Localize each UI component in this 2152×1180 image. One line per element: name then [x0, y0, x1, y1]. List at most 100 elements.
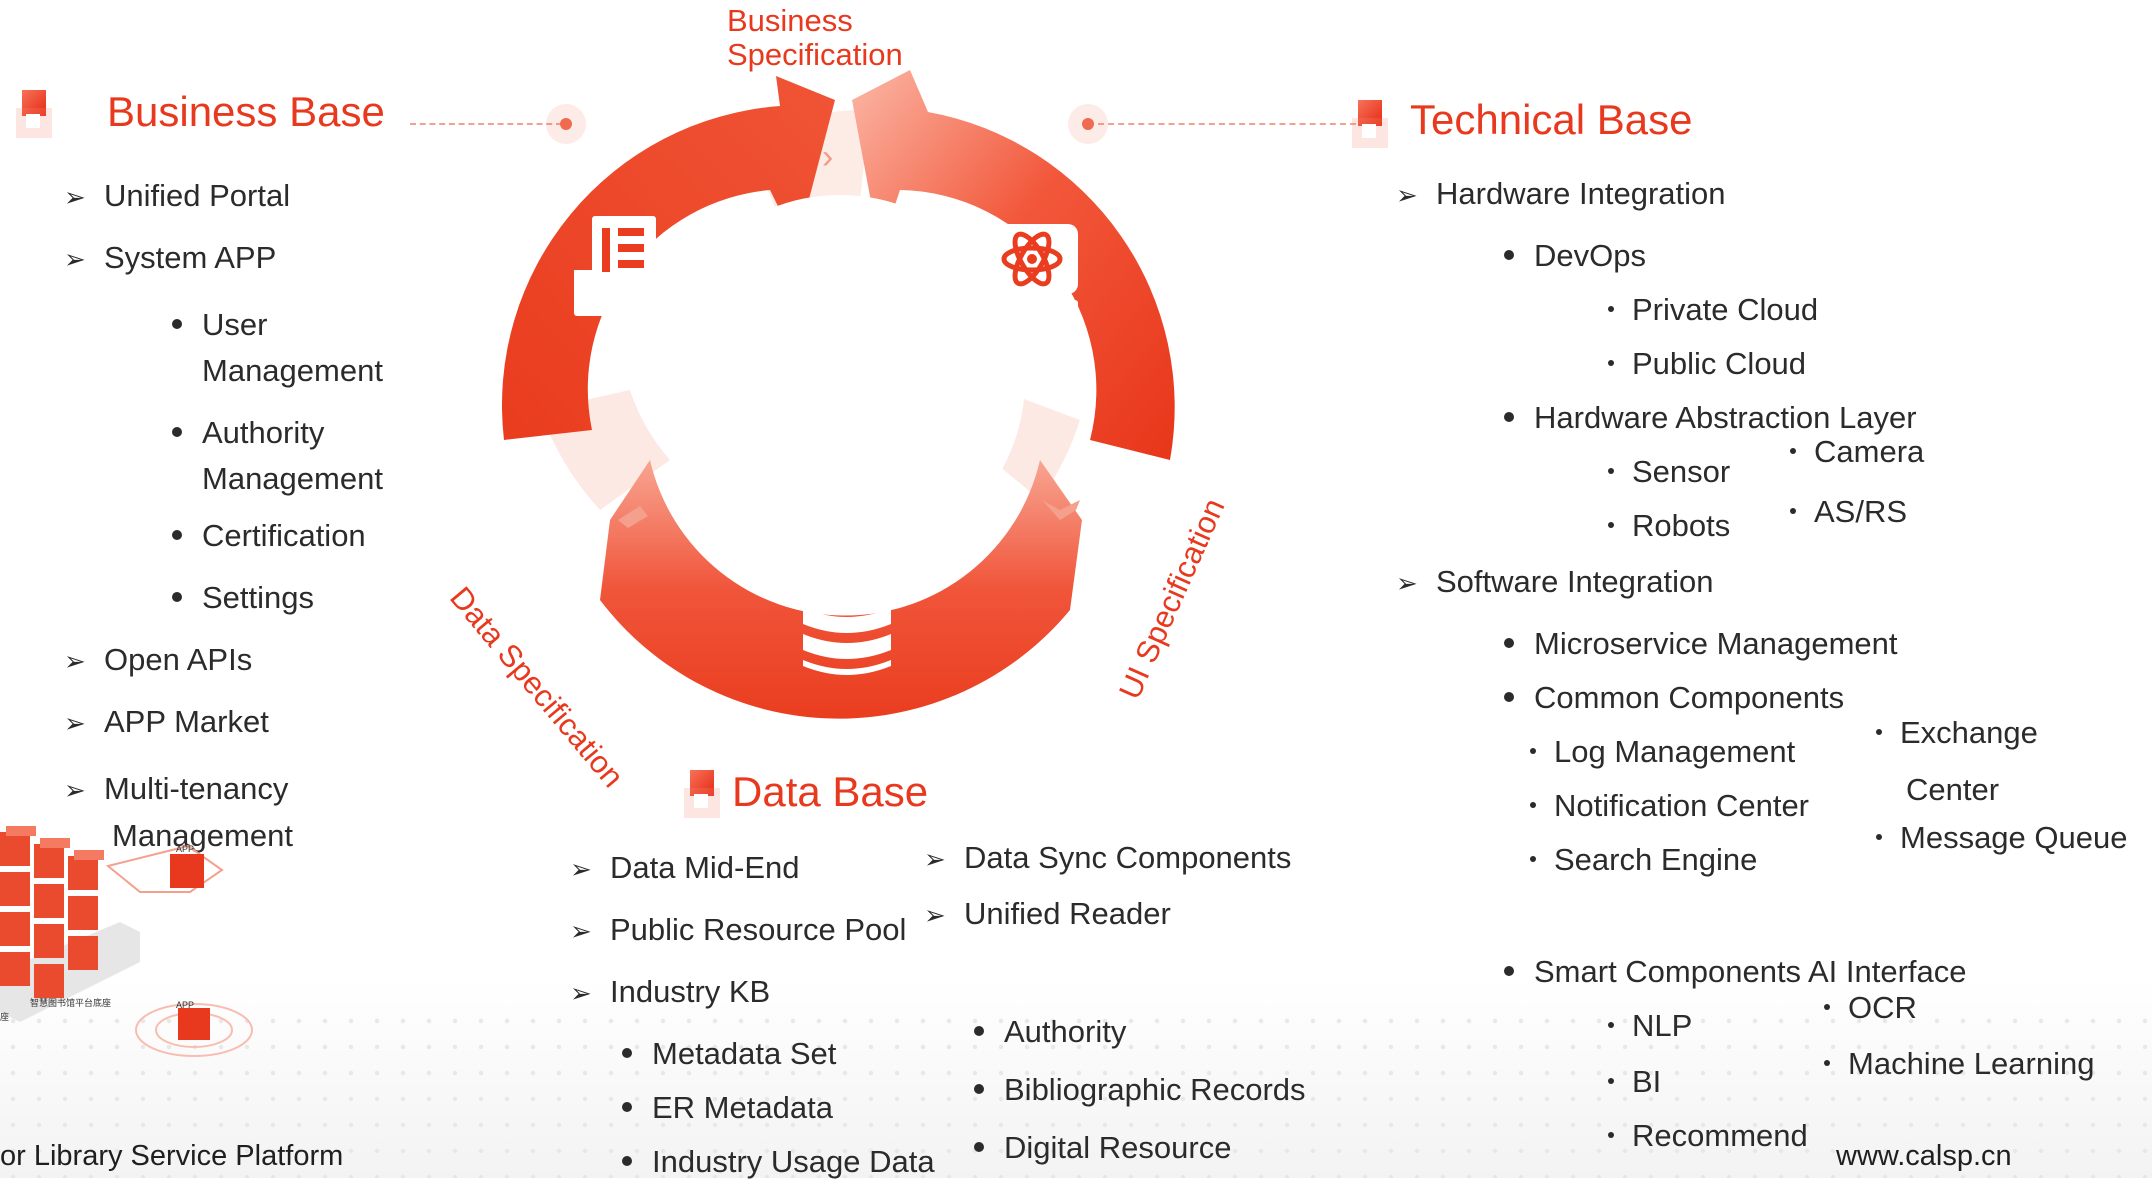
business-sub-label: Certification: [202, 518, 366, 553]
edge-label: 座: [0, 1011, 9, 1023]
tech-sub2-bi: BI: [1608, 1064, 1661, 1100]
tech-sub2-nlp: NLP: [1608, 1008, 1692, 1044]
business-title: Business Base: [107, 88, 385, 135]
tech-item-label: Software Integration: [1436, 564, 1714, 599]
bullet-icon: [1608, 521, 1614, 528]
app-label-top: APP: [176, 844, 194, 854]
business-item-label: Open APIs: [104, 642, 253, 677]
segment-business: [501, 76, 835, 440]
bullet-icon: [1790, 507, 1796, 514]
connector-dot-right: [1068, 104, 1108, 144]
business-item-label: System APP: [104, 240, 277, 275]
platform-illustration: APP APP 智慧图书馆平台底座 座: [0, 826, 253, 1057]
bullet-icon: [1608, 1021, 1614, 1028]
data-sub-digital: Digital Resource: [974, 1130, 1231, 1166]
bullet-icon: [172, 529, 182, 540]
tech-sub2-label: OCR: [1848, 990, 1917, 1025]
spec-business-line2: Specification: [727, 37, 903, 72]
chevron-left-icon: [618, 506, 648, 528]
bullet-icon: [172, 318, 182, 329]
arrow-icon: ➢: [64, 244, 86, 274]
data-item-label: Data Mid-End: [610, 850, 800, 885]
arrow-icon: ➢: [64, 182, 86, 212]
bullet-icon: [1876, 728, 1882, 735]
tech-item-software: ➢Software Integration: [1396, 564, 1713, 600]
data-item-sync: ➢Data Sync Components: [924, 840, 1291, 876]
business-item-system-app: ➢ System APP: [64, 240, 276, 276]
bullet-icon: [1824, 1003, 1830, 1010]
tech-sub2-notification: Notification Center: [1530, 788, 1809, 824]
cycle-ring: ›: [501, 70, 1175, 719]
chevron-down-icon: [1042, 500, 1080, 520]
tech-sub-common: Common Components: [1504, 680, 1844, 716]
data-item-mid-end: ➢Data Mid-End: [570, 850, 800, 886]
bullet-icon: [1608, 359, 1614, 366]
data-item-kb: ➢ Industry KB: [570, 974, 770, 1010]
tech-sub2-label: Recommend: [1632, 1118, 1808, 1153]
bullet-icon: [974, 1025, 984, 1036]
arrow-icon: ➢: [570, 916, 592, 946]
tech-sub2-label: Machine Learning: [1848, 1046, 2095, 1081]
bullet-icon: [172, 426, 182, 437]
data-sub-label: Industry Usage Data: [652, 1144, 935, 1179]
spec-business: Business Specification: [727, 4, 903, 72]
tech-sub2-search: Search Engine: [1530, 842, 1757, 878]
bullet-icon: [1608, 1077, 1614, 1084]
tech-sub2-label: Notification Center: [1554, 788, 1810, 823]
arrow-icon: ➢: [570, 978, 592, 1008]
base-label: 智慧图书馆平台底座: [30, 997, 111, 1009]
tech-sub2-ml: Machine Learning: [1824, 1046, 2094, 1082]
tech-sub2-label: Camera: [1814, 434, 1925, 469]
segment-technical: [852, 70, 1175, 460]
tech-sub-label: DevOps: [1534, 238, 1646, 273]
bullet-icon: [622, 1101, 632, 1112]
footer-left-text: or Library Service Platform: [0, 1140, 344, 1172]
app-cube-top: [170, 854, 204, 888]
technical-title: Technical Base: [1410, 96, 1693, 143]
tech-sub2-label: BI: [1632, 1064, 1662, 1099]
tech-sub2-log: Log Management: [1530, 734, 1795, 770]
tech-sub2-public: Public Cloud: [1608, 346, 1806, 382]
business-item-label: Management: [112, 818, 293, 853]
bullet-icon: [1790, 447, 1796, 454]
business-item-label: APP Market: [104, 704, 269, 739]
bullet-icon: [1824, 1059, 1830, 1066]
data-item-label: Public Resource Pool: [610, 912, 907, 947]
bullet-icon: [1608, 305, 1614, 312]
data-item-label: Industry KB: [610, 974, 771, 1009]
bullet-icon: [1504, 637, 1514, 648]
bullet-icon: [1530, 747, 1536, 754]
ring-center: [655, 195, 1025, 565]
tech-sub2-ocr: OCR: [1824, 990, 1917, 1026]
business-item-label: Multi-tenancy: [104, 771, 289, 806]
business-sub-label: Management: [202, 461, 383, 496]
business-item-app-market: ➢APP Market: [64, 704, 269, 740]
tech-sub2-label: Log Management: [1554, 734, 1796, 769]
data-sub-authority: Authority: [974, 1014, 1126, 1050]
tech-sub2-label: Exchange: [1900, 715, 2038, 750]
bullet-icon: [1608, 1131, 1614, 1138]
business-item-open-apis: ➢Open APIs: [64, 642, 252, 678]
data-sub-label: Authority: [1004, 1014, 1127, 1049]
footer-url[interactable]: www.calsp.cn: [1836, 1140, 2012, 1172]
tech-item-hardware: ➢Hardware Integration: [1396, 176, 1726, 212]
dot-pattern: [0, 1008, 2152, 1178]
atom-icon: [986, 224, 1078, 310]
connector-line-left: [410, 123, 562, 125]
tech-sub-hal: Hardware Abstraction Layer: [1504, 400, 1917, 436]
data-item-label: Unified Reader: [964, 896, 1171, 931]
tech-sub2-label: Search Engine: [1554, 842, 1758, 877]
data-item-pool: ➢ Public Resource Pool: [570, 912, 906, 948]
tech-sub-microservice: Microservice Management: [1504, 626, 1898, 662]
bullet-icon: [1876, 833, 1882, 840]
business-sub-label: User: [202, 307, 268, 342]
tech-sub2-private: Private Cloud: [1608, 292, 1818, 328]
data-sub-label: Bibliographic Records: [1004, 1072, 1306, 1107]
tech-sub2-mq: Message Queue: [1876, 820, 2127, 856]
business-item-label: Unified Portal: [104, 178, 291, 213]
bullet-icon: [1504, 965, 1514, 976]
